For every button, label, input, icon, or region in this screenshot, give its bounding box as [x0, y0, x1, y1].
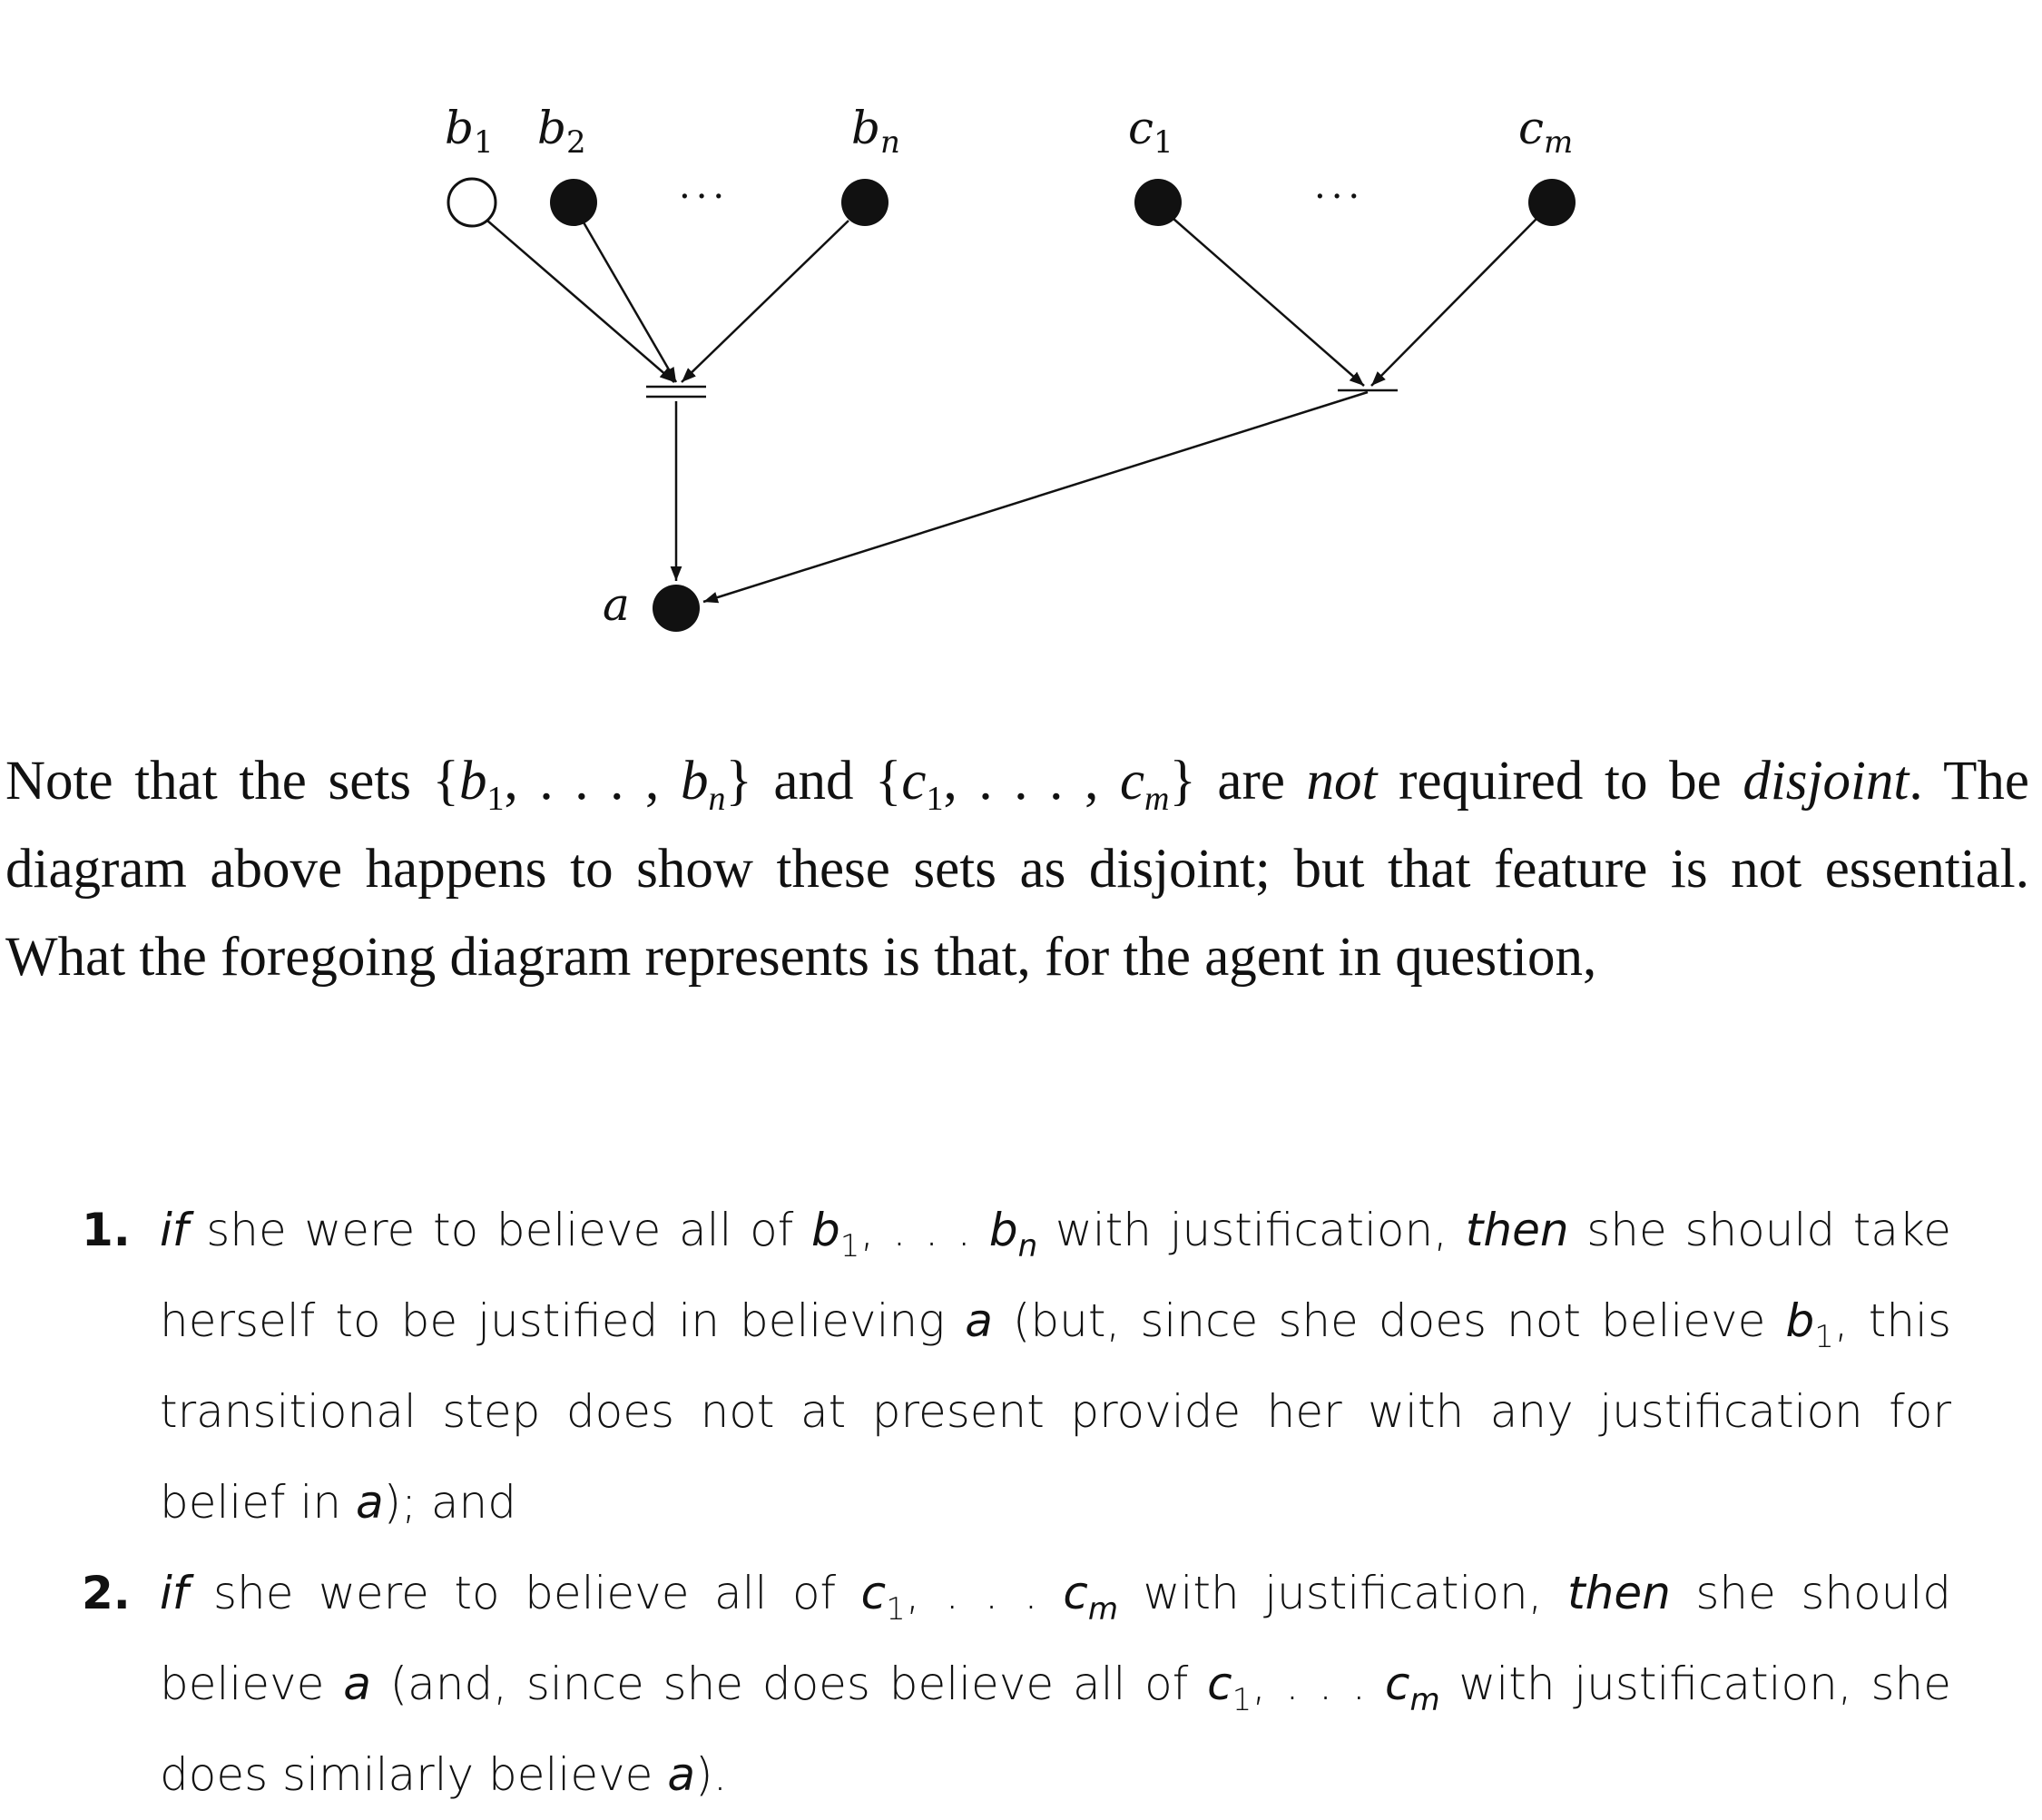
edge-cm-junction	[1370, 218, 1537, 387]
emphasis-disjoint: disjoint	[1743, 751, 1909, 812]
node-b1	[447, 177, 497, 228]
list-item: 1.if she were to believe all of b1, . . …	[0, 1185, 1951, 1548]
label-b1: b1	[445, 102, 494, 161]
node-b2	[550, 179, 597, 226]
node-a	[653, 585, 700, 632]
body-paragraph: Note that the sets {b1, . . . , bn} and …	[5, 751, 2030, 988]
ellipsis-c: ...	[1314, 165, 1365, 207]
label-c1: c1	[1128, 102, 1173, 161]
node-bn	[841, 179, 888, 226]
node-cm	[1528, 179, 1576, 226]
edge-c1-junction	[1173, 218, 1365, 387]
list-item: 2.if she were to believe all of c1, . . …	[0, 1548, 1951, 1820]
list-number: 2.	[82, 1567, 131, 1619]
list-number: 1.	[82, 1204, 131, 1256]
emphasis-not: not	[1306, 751, 1378, 812]
edge-bn-junction	[681, 220, 849, 383]
label-a: a	[603, 578, 630, 631]
label-b2: b2	[537, 102, 586, 161]
numbered-list: 1.if she were to believe all of b1, . . …	[0, 1185, 1951, 1820]
edge-junction-c-a	[702, 390, 1369, 604]
label-cm: cm	[1518, 102, 1573, 161]
inference-diagram: b1 b2 bn c1 cm a ... ...	[445, 102, 1576, 632]
ellipsis-b: ...	[679, 165, 730, 207]
edge-b1-junction	[486, 220, 675, 383]
label-bn: bn	[851, 102, 900, 161]
node-c1	[1134, 179, 1182, 226]
edge-b2-junction	[582, 221, 678, 383]
